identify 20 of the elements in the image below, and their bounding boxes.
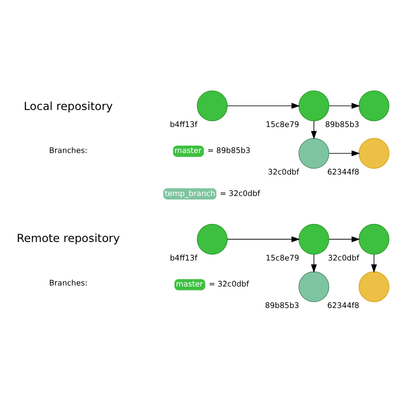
arrow bbox=[371, 254, 377, 272]
node-circle bbox=[358, 90, 390, 121]
label: Remote repository bbox=[16, 231, 120, 244]
arrow bbox=[226, 102, 300, 108]
arrow bbox=[328, 150, 360, 156]
arrow bbox=[226, 236, 300, 242]
arrow bbox=[310, 254, 317, 272]
arrow bbox=[310, 120, 317, 139]
node-circle bbox=[298, 90, 330, 121]
node-circle bbox=[298, 223, 330, 254]
node-circle bbox=[358, 137, 390, 168]
node-circle bbox=[358, 270, 390, 302]
label: Local repository bbox=[24, 99, 113, 112]
node-circle bbox=[196, 223, 228, 254]
node-circle bbox=[196, 90, 228, 121]
arrow bbox=[328, 102, 360, 108]
arrow bbox=[328, 236, 360, 242]
node-circle bbox=[358, 223, 390, 254]
node-circle bbox=[298, 137, 330, 168]
node-circle bbox=[298, 270, 330, 302]
